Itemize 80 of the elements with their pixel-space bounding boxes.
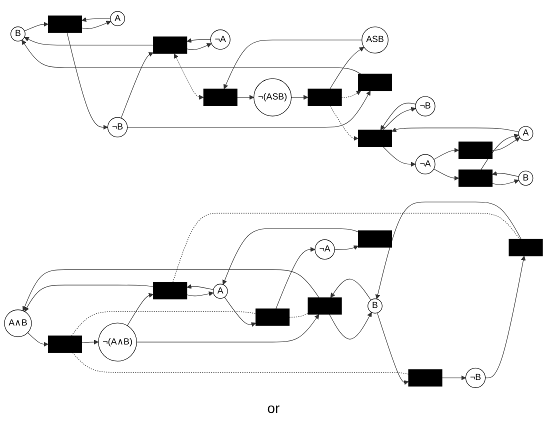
arrow	[492, 180, 520, 186]
node-bar	[458, 142, 493, 160]
arrow	[22, 270, 320, 312]
arrow	[341, 91, 362, 98]
arrow	[380, 103, 416, 131]
arrow	[236, 95, 254, 100]
connector	[172, 213, 520, 283]
node-bar	[153, 282, 188, 300]
node-circle: ¬A	[210, 30, 230, 50]
arrow	[186, 292, 214, 297]
node-circle: B	[518, 171, 534, 186]
node-bar	[256, 308, 290, 326]
arrow	[276, 247, 316, 310]
arrow	[186, 38, 211, 44]
arrow	[174, 54, 204, 100]
arrow	[224, 297, 256, 328]
node-circle: A	[518, 126, 534, 142]
node-circle: A	[110, 12, 125, 27]
arrow	[442, 376, 466, 381]
arrow	[492, 171, 520, 178]
node-circle: ¬(A∧B)	[98, 323, 137, 362]
arrow	[24, 22, 48, 32]
node-bar	[153, 36, 188, 54]
arrow	[120, 52, 154, 119]
arrow	[434, 148, 459, 160]
node-bar	[358, 230, 392, 248]
arrow	[492, 138, 520, 151]
arrow	[334, 246, 358, 250]
node-circle: A∧B	[4, 310, 32, 338]
arrow	[186, 44, 212, 50]
node-circle: ¬A	[314, 240, 335, 260]
note-text: or	[267, 400, 280, 416]
arrow	[329, 312, 372, 340]
arrow	[24, 285, 154, 312]
arrow	[291, 95, 308, 100]
node-circle: B	[10, 26, 26, 42]
node-bar	[508, 239, 543, 257]
node-circle: B	[368, 299, 382, 314]
connector	[71, 312, 256, 337]
arrow	[330, 106, 358, 142]
node-bar	[358, 74, 392, 92]
node-bar	[408, 370, 442, 387]
arrow	[127, 293, 154, 326]
arrow	[22, 40, 362, 75]
arrow	[136, 314, 320, 343]
arrow	[434, 169, 459, 182]
node-circle: ¬B	[465, 368, 486, 388]
arrow	[27, 332, 48, 348]
node-bar	[308, 89, 342, 106]
node-bar	[358, 130, 392, 148]
node-bar	[48, 336, 82, 354]
arrow	[222, 228, 359, 286]
node-circle: ¬B	[415, 96, 436, 117]
arrow	[375, 202, 522, 300]
node-circle: ASB	[362, 27, 388, 54]
node-bar	[203, 89, 238, 106]
connector	[72, 352, 409, 375]
node-circle: ¬B	[108, 118, 128, 138]
node-bar	[308, 298, 342, 316]
arrow	[127, 91, 371, 128]
arrow	[485, 256, 526, 379]
arrow	[392, 128, 520, 133]
node-circle: A	[212, 284, 228, 300]
arrow	[186, 284, 214, 290]
arrow	[330, 279, 372, 301]
node-bar	[48, 16, 82, 34]
arrow	[224, 40, 362, 90]
node-circle: ¬(ASB)	[254, 78, 292, 117]
connector	[289, 314, 308, 318]
arrow	[81, 340, 99, 345]
arrow	[66, 32, 108, 130]
arrow	[376, 312, 409, 386]
arrow	[81, 21, 112, 30]
arrow	[382, 146, 416, 168]
arrow	[330, 47, 364, 90]
arrow	[82, 18, 111, 22]
arrow	[24, 37, 154, 46]
node-bar	[458, 170, 493, 188]
arrow	[382, 107, 416, 131]
node-circle: ¬A	[415, 154, 436, 175]
